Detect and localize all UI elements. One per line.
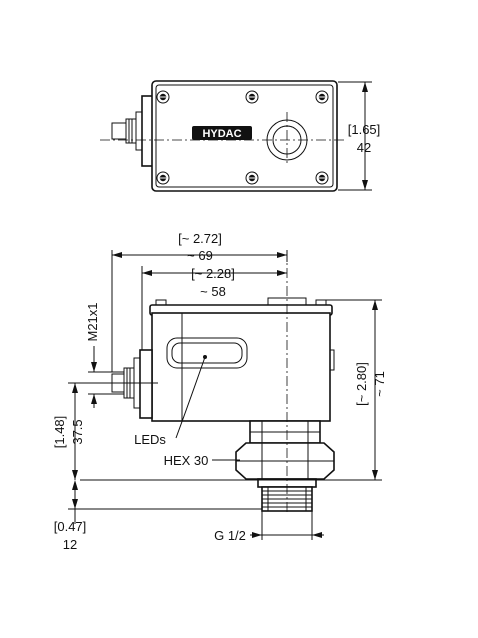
thread-depth-inch: [0.47] [54, 519, 87, 534]
overall-height-dimension [80, 299, 382, 481]
leds-label: LEDs [134, 432, 166, 447]
overall-width-dimension [111, 250, 288, 372]
logo-plate: HYDAC [192, 126, 252, 140]
top-view: HYDAC [1.65] 42 [100, 80, 381, 192]
overall-width-inch: [~ 2.72] [178, 231, 222, 246]
housing-width-dimension [141, 266, 287, 352]
overall-height-mm: ~ 71 [372, 371, 387, 397]
port-thread-label: G 1/2 [214, 528, 246, 543]
housing-width-inch: [~ 2.28] [191, 266, 235, 281]
hex-nut [235, 442, 335, 480]
top-height-inch: [1.65] [348, 122, 381, 137]
top-screws [156, 90, 329, 185]
logo-text: HYDAC [202, 128, 241, 140]
top-connector [111, 95, 155, 167]
m21-dimension [88, 346, 124, 408]
connector-height-inch: [1.48] [52, 416, 67, 449]
overall-width-mm: ~ 69 [187, 248, 213, 263]
top-height-dimension [338, 81, 372, 191]
thread-depth-mm: 12 [63, 537, 77, 552]
front-view: [~ 2.72] ~ 69 [~ 2.28] ~ 58 [52, 231, 387, 552]
connector-height-dimension [68, 382, 158, 480]
hex-label: HEX 30 [164, 453, 209, 468]
connector-height-mm: 37.5 [70, 419, 85, 444]
leds-leader [175, 355, 207, 439]
thread-depth-dimension [68, 480, 262, 524]
connector-thread-label: M21x1 [85, 302, 100, 341]
led-window [166, 337, 248, 369]
port-thread-dimension [250, 511, 324, 540]
top-height-mm: 42 [357, 140, 371, 155]
housing-width-mm: ~ 58 [200, 284, 226, 299]
overall-height-inch: [~ 2.80] [354, 362, 369, 406]
front-connector [111, 349, 153, 419]
